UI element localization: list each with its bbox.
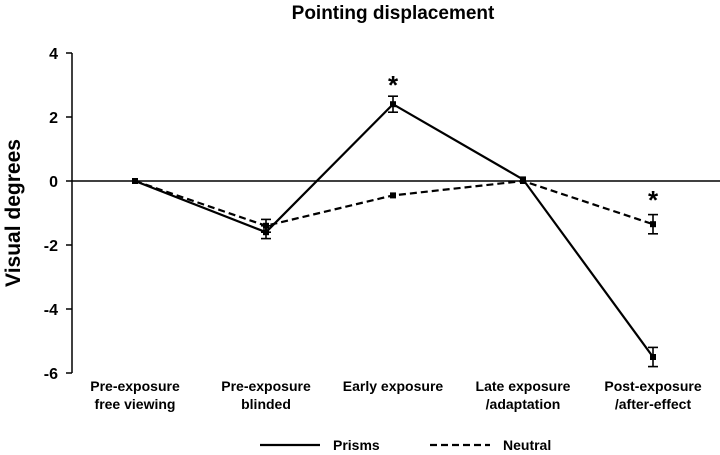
y-tick-label: 2: [49, 110, 58, 127]
legend-label: Neutral: [503, 437, 551, 453]
y-tick-label: -2: [44, 238, 58, 255]
data-point: [263, 222, 269, 229]
legend: Prisms Neutral: [260, 437, 551, 453]
x-category-label: Early exposure: [343, 378, 444, 394]
y-axis-ticks: 4 2 0 -2 -4 -6: [44, 46, 72, 383]
series-group: [132, 95, 658, 368]
x-category-label: Pre-exposure: [221, 378, 311, 394]
y-axis-label: Visual degrees: [2, 139, 25, 287]
x-category-label: blinded: [241, 396, 291, 412]
y-tick-label: 0: [49, 174, 58, 191]
x-axis-categories: Pre-exposure free viewing Pre-exposure blin…: [90, 378, 702, 412]
data-point: [520, 178, 526, 184]
significance-star: *: [388, 70, 399, 100]
data-point: [650, 221, 656, 228]
series-line-prisms: [134, 102, 654, 358]
x-category-label: Late exposure: [476, 378, 571, 394]
y-tick-label: -4: [44, 302, 58, 319]
annotations-group: **: [388, 70, 659, 215]
x-category-label: free viewing: [95, 396, 176, 412]
x-category-label: Post-exposure: [604, 378, 701, 394]
data-point: [132, 178, 138, 184]
legend-label: Prisms: [333, 437, 380, 453]
x-category-label: /adaptation: [486, 396, 561, 412]
x-category-label: /after-effect: [615, 396, 692, 412]
x-category-label: Pre-exposure: [90, 378, 180, 394]
significance-star: *: [648, 185, 659, 215]
data-point: [390, 101, 396, 108]
series-line-neutral: [134, 179, 654, 227]
data-point: [390, 192, 396, 199]
data-point: [650, 354, 656, 360]
y-tick-label: 4: [49, 46, 58, 63]
y-tick-label: -6: [44, 366, 58, 383]
chart-title: Pointing displacement: [292, 3, 495, 24]
